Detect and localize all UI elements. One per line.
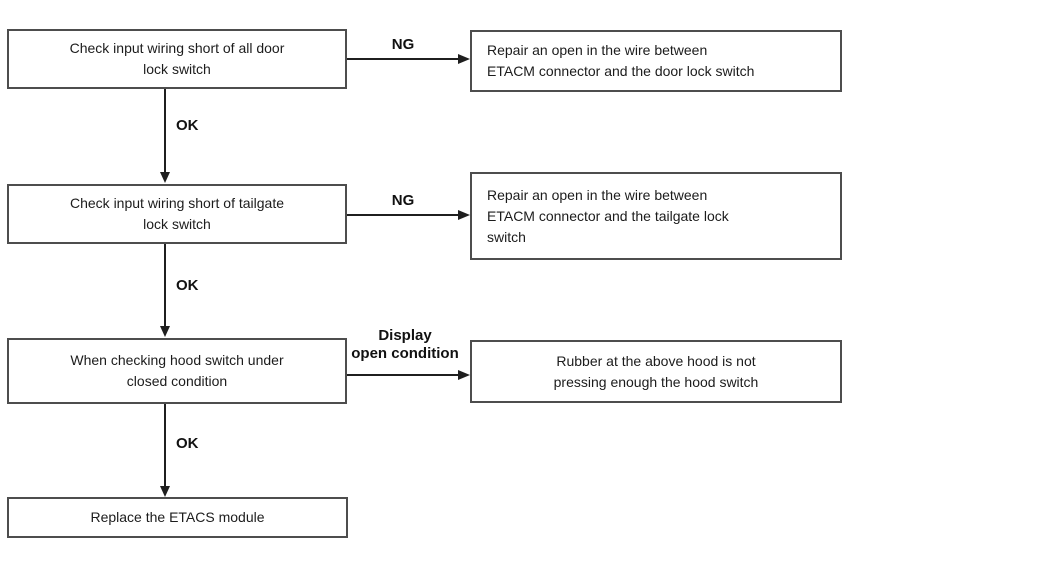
arrowhead-down-icon (160, 172, 170, 183)
result-text-line: switch (487, 228, 526, 245)
result-text-line: Rubber at the above hood is not (556, 352, 756, 369)
step-box-check-door-lock-wiring: Check input wiring short of all door loc… (7, 29, 347, 89)
connector-ng-1-line (347, 58, 459, 60)
arrowhead-down-icon (160, 486, 170, 497)
connector-ok-1-line (164, 89, 166, 173)
connector-display-open-line (347, 374, 459, 376)
step-text-line: lock switch (143, 61, 211, 77)
arrowhead-right-icon (458, 210, 470, 220)
result-text-line: ETACM connector and the door lock switch (487, 63, 755, 79)
connector-ng-2-line (347, 214, 459, 216)
arrowhead-right-icon (458, 54, 470, 64)
edge-label-line: open condition (351, 345, 459, 362)
connector-ok-3-line (164, 404, 166, 486)
step-text-line: closed condition (126, 373, 228, 389)
edge-label-ng-2: NG (391, 192, 415, 209)
step-text-line: Check input wiring short of tailgate (70, 195, 284, 211)
result-text-line: Repair an open in the wire between (487, 186, 708, 203)
edge-label-line: Display (378, 327, 432, 344)
step-text-line: When checking hood switch under (70, 352, 284, 368)
result-text-line: pressing enough the hood switch (553, 373, 759, 390)
result-box-hood-rubber-not-pressing: Rubber at the above hood is not pressing… (470, 340, 842, 403)
result-text-line: Repair an open in the wire between (487, 42, 708, 58)
result-box-repair-tailgate-lock-wire: Repair an open in the wire between ETACM… (470, 172, 842, 260)
arrowhead-right-icon (458, 370, 470, 380)
arrowhead-down-icon (160, 326, 170, 337)
step-box-check-hood-switch: When checking hood switch under closed c… (7, 338, 347, 404)
step-text-line: Replace the ETACS module (90, 509, 265, 525)
step-text-line: lock switch (143, 216, 211, 232)
result-text-line: ETACM connector and the tailgate lock (487, 207, 729, 224)
edge-label-ok-3: OK (176, 435, 199, 452)
step-text-line: Check input wiring short of all door (69, 40, 285, 56)
edge-label-display-open-condition: Display open condition (338, 327, 472, 363)
edge-label-ok-1: OK (176, 117, 199, 134)
edge-label-ok-2: OK (176, 277, 199, 294)
connector-ok-2-line (164, 244, 166, 326)
edge-label-ng-1: NG (391, 36, 415, 53)
step-box-replace-etacs-module: Replace the ETACS module (7, 497, 348, 538)
result-box-repair-door-lock-wire: Repair an open in the wire between ETACM… (470, 30, 842, 92)
step-box-check-tailgate-lock-wiring: Check input wiring short of tailgate loc… (7, 184, 347, 244)
